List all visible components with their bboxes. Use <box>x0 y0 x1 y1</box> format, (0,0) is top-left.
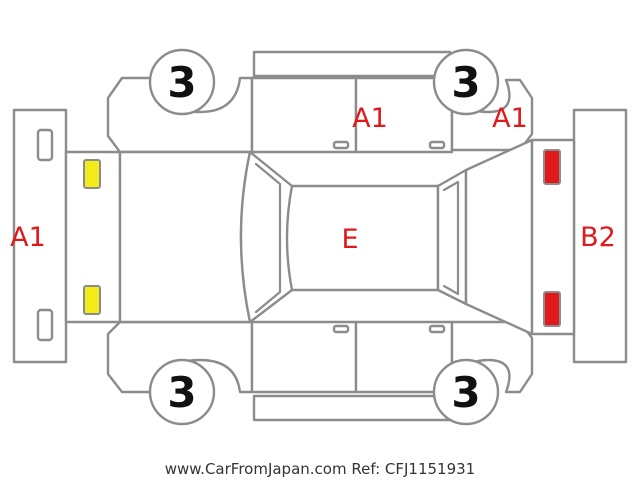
lower-side-panels <box>106 320 534 422</box>
rear-bumper-code: B2 <box>580 222 616 253</box>
front-lamps <box>83 159 101 315</box>
trunk <box>464 138 576 336</box>
front-bumper-code: A1 <box>10 222 46 253</box>
front-lamp-upper <box>83 159 101 189</box>
wheel-front-right-grade: 3 <box>167 368 196 417</box>
upper-rear-door-code: A1 <box>352 103 388 134</box>
rear-lamp-lower <box>543 291 561 327</box>
roof-panel <box>285 184 440 292</box>
wheel-front-left: 3 <box>148 48 216 116</box>
hood <box>64 150 252 324</box>
upper-rear-fender-code: A1 <box>492 103 528 134</box>
wheel-front-left-grade: 3 <box>167 58 196 107</box>
wheel-rear-left: 3 <box>432 48 500 116</box>
front-bumper <box>12 108 68 364</box>
rear-lamp-upper <box>543 149 561 185</box>
lower-sill <box>252 394 452 422</box>
watermark-text: www.CarFromJapan.com Ref: CFJ1151931 <box>165 460 475 478</box>
wheel-rear-right-grade: 3 <box>451 368 480 417</box>
roof-code: E <box>341 224 358 255</box>
front-lamp-lower <box>83 285 101 315</box>
wheel-front-right: 3 <box>148 358 216 426</box>
wheel-rear-right: 3 <box>432 358 500 426</box>
cabin <box>239 150 468 324</box>
upper-sill <box>252 50 452 78</box>
rear-lamps <box>543 149 561 327</box>
upper-side-panels <box>106 50 534 154</box>
wheel-rear-left-grade: 3 <box>451 58 480 107</box>
upper-rear-door <box>354 76 454 154</box>
